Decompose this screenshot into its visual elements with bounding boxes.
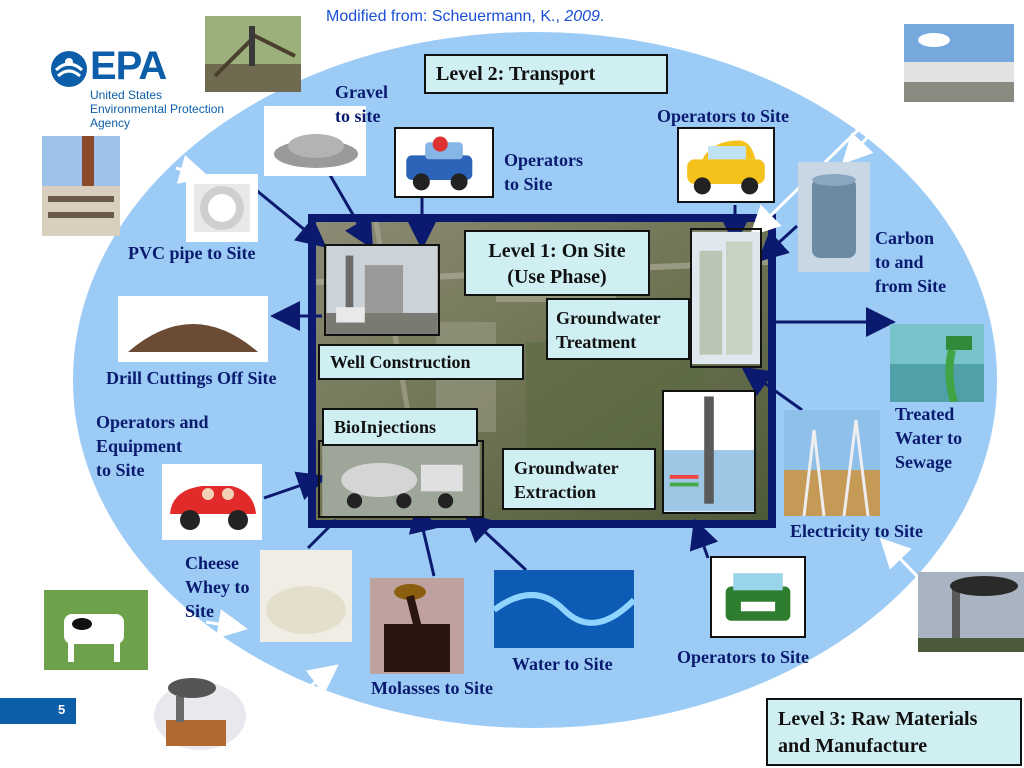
label-molasses: Molasses to Site [371,678,493,698]
label-operators-top: Operators to Site [504,150,583,194]
yellow-car-photo [677,127,775,203]
epa-agency-line1: United States [90,88,163,102]
arrow-white-cow [205,609,248,639]
cartoon-car-photo [394,127,494,198]
well-schematic-diagram [662,390,756,514]
level-3-raw-materials-box: Level 3: Raw Materials and Manufacture [766,698,1022,766]
arrow-cheese [306,518,338,550]
arrow-white-top2 [841,122,882,165]
arrow-water [463,511,528,572]
label-pvc: PVC pipe to Site [128,243,256,263]
label-cheese: Cheese Whey to Site [185,553,250,621]
label-water: Water to Site [512,654,613,674]
molasses-spoon-photo [370,578,464,674]
epa-flower-icon [51,51,87,87]
epa-wordmark: EPA [90,44,167,88]
water-splash-photo [494,570,634,648]
arrow-gravel [328,174,374,250]
label-gravel: Gravel to site [335,82,388,126]
groundwater-treatment-box: Groundwater Treatment [546,298,690,360]
cow-photo [44,590,148,670]
bioinjections-box: BioInjections [322,408,478,446]
label-operators-top-right: Operators to Site [657,106,789,126]
epa-logo: EPA United States Environmental Protecti… [50,44,250,130]
arrow-electricity [741,366,803,412]
green-car-photo [710,556,806,638]
epa-agency-line2: Environmental Protection [90,102,225,116]
arrow-pvc [255,188,327,248]
slide-number: 5 [58,702,66,717]
arrow-white-bottom [299,664,339,696]
arrow-operators-bottom [689,518,719,559]
factory-clipart [152,672,248,752]
power-lines-photo [784,410,880,516]
arrow-operators-equipment [263,471,328,501]
whey-powder-photo [260,550,352,642]
well-construction-box: Well Construction [318,344,524,380]
arrow-carbon [757,224,799,263]
gravel-pile-photo [264,106,366,176]
well-construction-rig-photo [324,244,440,336]
label-carbon: Carbon to and from Site [875,228,947,296]
arrow-molasses [408,502,439,577]
red-cartoon-car-photo [162,464,262,540]
warehouse-photo [904,24,1014,102]
industrial-gravel-plant-photo [205,16,301,92]
carbon-tank-photo [798,162,870,272]
level-1-on-site-box: Level 1: On Site (Use Phase) [464,230,650,296]
treatment-silo-photo [690,228,762,368]
label-operators-equipment: Operators and Equipment to Site [96,412,209,480]
label-drill: Drill Cuttings Off Site [106,368,277,388]
label-operators-bottom: Operators to Site [677,647,809,667]
soil-pile-photo [118,296,268,362]
factory-building-photo [42,136,120,236]
label-electricity: Electricity to Site [790,521,923,541]
label-treated: Treated Water to Sewage [895,404,963,472]
epa-agency-line3: Agency [90,116,131,130]
pvc-pipe-photo [186,174,258,242]
smokestack-photo [918,572,1024,652]
bioinjection-truck-photo [318,440,484,518]
slide-number-badge [0,698,76,724]
sewage-outfall-photo [890,324,984,402]
level-2-transport-box: Level 2: Transport [424,54,668,94]
groundwater-extraction-box: Groundwater Extraction [502,448,656,510]
source-credit: Modified from: Scheuermann, K., 2009. [326,8,605,25]
